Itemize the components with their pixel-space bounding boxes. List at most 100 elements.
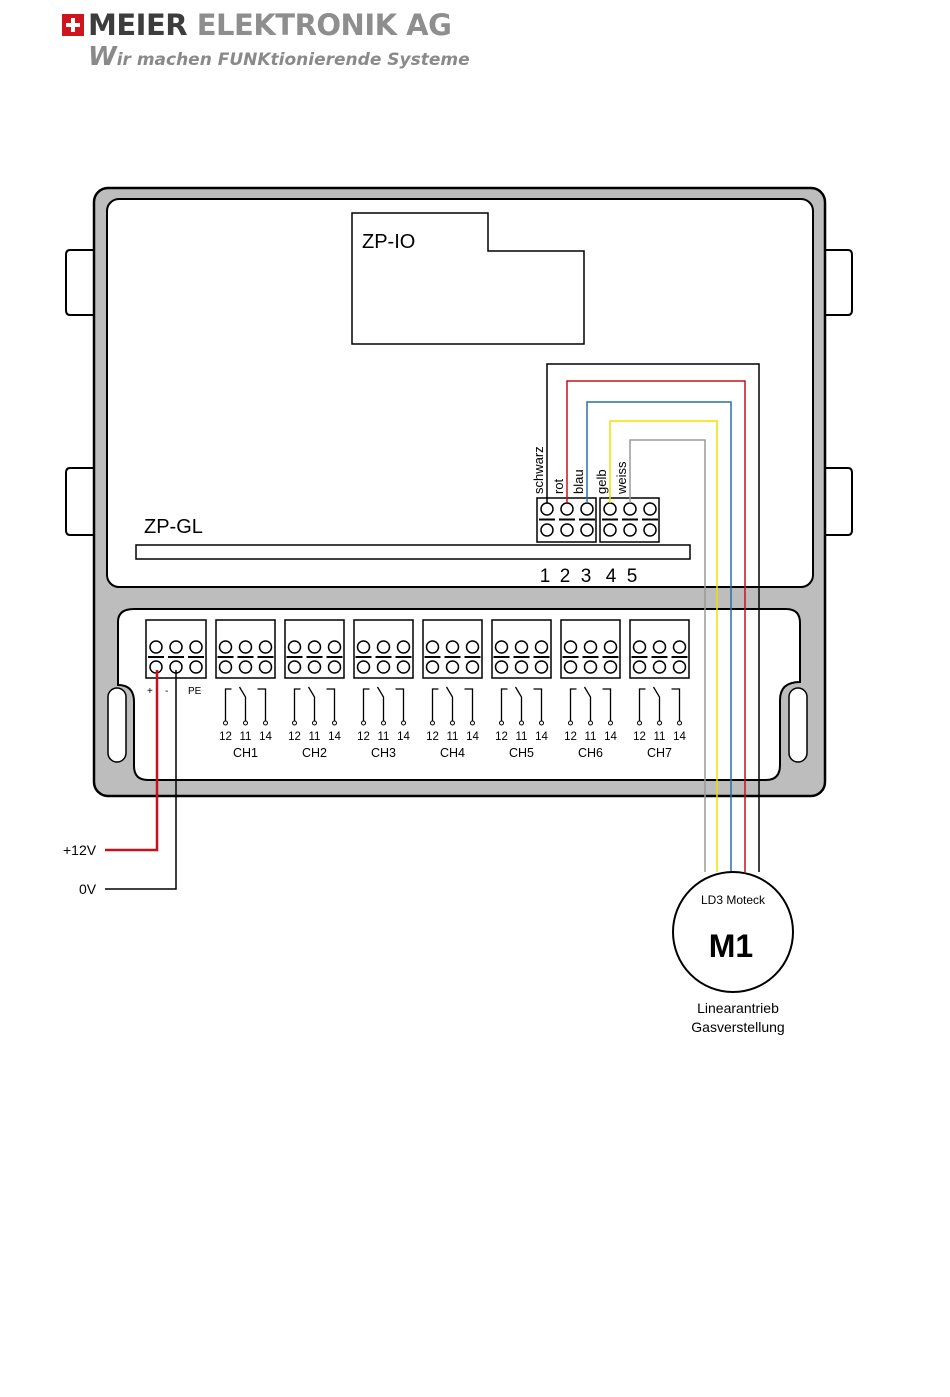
channel-screw <box>585 661 597 673</box>
connector-screw <box>624 503 636 515</box>
relay-pin-label: 11 <box>654 731 666 743</box>
mounting-tab-left-bottom <box>66 468 96 535</box>
relay-pin-label: 14 <box>604 731 617 743</box>
relay-pin-label: 14 <box>466 731 479 743</box>
motor-description-line1: Linearantrieb <box>697 1000 779 1016</box>
relay-pin-label: 12 <box>564 731 577 743</box>
channel-screw <box>565 661 577 673</box>
relay-pin-dot <box>520 721 524 725</box>
channel-label: CH1 <box>233 746 258 760</box>
zp-gl-label: ZP-GL <box>144 516 203 538</box>
channel-screw <box>516 661 528 673</box>
channel-screw <box>467 641 479 653</box>
channel-screw <box>358 661 370 673</box>
channel-screw <box>309 641 321 653</box>
connector-screw <box>624 524 636 536</box>
channel-screw <box>240 641 252 653</box>
relay-pin-dot <box>431 721 435 725</box>
channel-screw <box>634 641 646 653</box>
channel-screw <box>496 641 508 653</box>
mounting-tab-right-bottom <box>824 468 852 535</box>
relay-pin-label: 12 <box>633 731 646 743</box>
relay-pin-dot <box>500 721 504 725</box>
channel-screw <box>240 661 252 673</box>
relay-pin-label: 12 <box>288 731 301 743</box>
channel-screw <box>674 661 686 673</box>
relay-pin-dot <box>638 721 642 725</box>
channel-screw <box>220 641 232 653</box>
power-screw <box>190 641 202 653</box>
power-screw <box>150 641 162 653</box>
slot-right <box>789 688 807 762</box>
relay-pin-label: 14 <box>535 731 548 743</box>
channel-screw <box>427 661 439 673</box>
channel-screw <box>289 641 301 653</box>
relay-pin-label: 11 <box>240 731 252 743</box>
power-screw <box>170 641 182 653</box>
relay-pin-dot <box>264 721 268 725</box>
channel-screw <box>634 661 646 673</box>
channel-screw <box>398 641 410 653</box>
relay-pin-dot <box>382 721 386 725</box>
relay-pin-label: 14 <box>328 731 341 743</box>
channel-screw <box>447 641 459 653</box>
connector-screw <box>581 524 593 536</box>
mounting-tab-left-top <box>66 250 96 315</box>
relay-pin-label: 12 <box>357 731 370 743</box>
channel-screw <box>260 661 272 673</box>
relay-pin-dot <box>540 721 544 725</box>
relay-pin-label: 12 <box>495 731 508 743</box>
relay-pin-dot <box>451 721 455 725</box>
connector-screw <box>581 503 593 515</box>
motor-id: M1 <box>709 928 753 964</box>
channel-screw <box>605 641 617 653</box>
channel-screw <box>447 661 459 673</box>
relay-pin-label: 11 <box>516 731 528 743</box>
terminal-label-minus: - <box>165 686 168 697</box>
relay-pin-dot <box>678 721 682 725</box>
channel-screw <box>674 641 686 653</box>
relay-pin-dot <box>471 721 475 725</box>
channel-screw <box>654 661 666 673</box>
wire-label-blau: blau <box>571 469 586 494</box>
channel-screw <box>289 661 301 673</box>
channel-screw <box>358 641 370 653</box>
power-screw <box>190 661 202 673</box>
channel-screw <box>309 661 321 673</box>
channel-label: CH7 <box>647 746 672 760</box>
channel-label: CH2 <box>302 746 327 760</box>
channel-screw <box>220 661 232 673</box>
connector-screw <box>644 524 656 536</box>
channel-screw <box>378 661 390 673</box>
pin-number: 4 <box>606 566 617 587</box>
relay-pin-label: 11 <box>447 731 459 743</box>
relay-pin-dot <box>293 721 297 725</box>
terminal-label-plus: + <box>147 686 153 697</box>
slot-left <box>108 688 126 762</box>
wire-label-schwarz: schwarz <box>531 446 546 494</box>
relay-pin-dot <box>569 721 573 725</box>
mounting-tab-right-top <box>824 250 852 315</box>
channel-label: CH5 <box>509 746 534 760</box>
channel-screw <box>516 641 528 653</box>
relay-pin-label: 11 <box>378 731 390 743</box>
connector-screw <box>644 503 656 515</box>
relay-pin-label: 11 <box>585 731 597 743</box>
channel-label: CH4 <box>440 746 465 760</box>
channel-screw <box>605 661 617 673</box>
pin-number: 5 <box>627 566 638 587</box>
relay-pin-label: 14 <box>397 731 410 743</box>
connector-screw <box>541 524 553 536</box>
connector-screw <box>561 503 573 515</box>
relay-pin-dot <box>402 721 406 725</box>
zp-gl-strip <box>136 545 690 559</box>
relay-pin-dot <box>609 721 613 725</box>
relay-pin-dot <box>224 721 228 725</box>
connector-screw <box>604 503 616 515</box>
relay-pin-label: 14 <box>673 731 686 743</box>
pin-number: 2 <box>560 566 571 587</box>
terminal-label-pe: PE <box>188 686 202 697</box>
channel-screw <box>467 661 479 673</box>
supply-zero-label: 0V <box>79 881 97 897</box>
